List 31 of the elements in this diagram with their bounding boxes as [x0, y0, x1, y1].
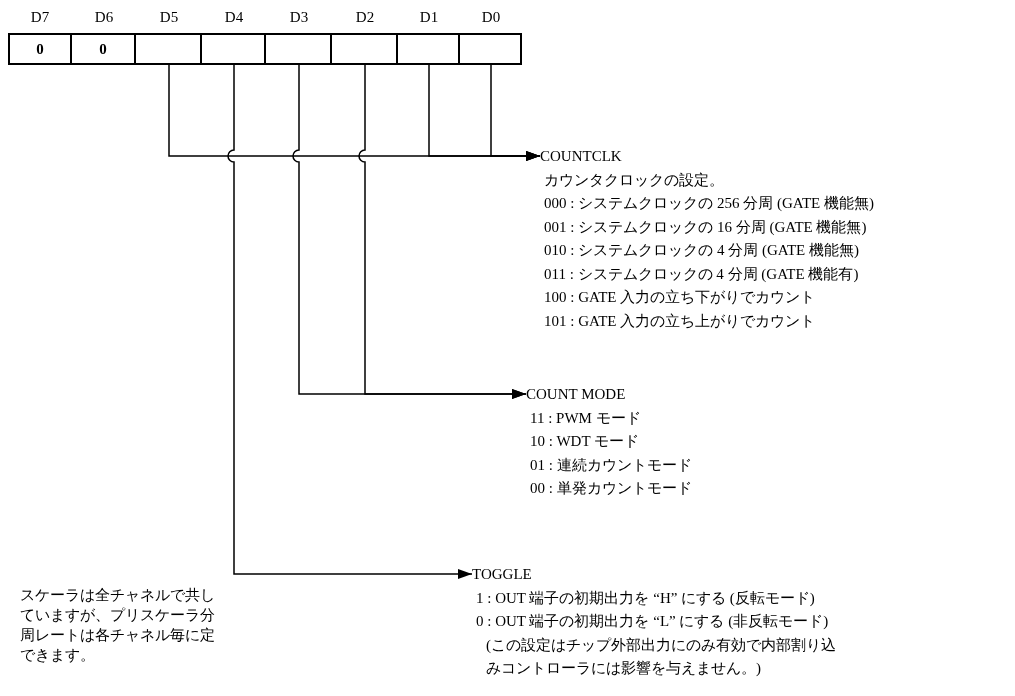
field-description: 01 : 連続カウントモード [529, 455, 692, 475]
field-description: 11 : PWM モード [529, 408, 642, 428]
note-text: スケーラは全チャネルで共していますが、プリスケーラ分周レートは各チャネル毎に定できます。 [20, 586, 216, 665]
field-description: 00 : 単発カウントモード [529, 479, 692, 498]
bit-label: D3 [288, 8, 310, 27]
bit-label: D2 [354, 8, 376, 27]
bit-label: D4 [223, 8, 245, 27]
bit-label: D6 [93, 8, 115, 27]
register-cell: 0 [72, 33, 136, 65]
bit-label: D5 [158, 8, 180, 27]
field-description: 10 : WDT モード [529, 432, 641, 451]
field-description: 100 : GATE 入力の立ち下がりでカウント [543, 288, 817, 307]
arrow [490, 64, 541, 161]
field-description: 101 : GATE 入力の立ち上がりでカウント [543, 311, 817, 331]
field-name: COUNTCLK [540, 147, 623, 166]
field-description: 000 : システムクロックの 256 分周 (GATE 機能無) [543, 194, 874, 213]
field-description: (この設定はチップ外部出力にのみ有効で内部割り込みコントローラには影響を与えません。) [485, 635, 837, 678]
bit-label: D0 [480, 8, 502, 27]
bit-label: D1 [418, 8, 440, 27]
field-description: 0 : OUT 端子の初期出力を “L” にする (非反転モード) [475, 612, 830, 631]
field-name: TOGGLE [472, 565, 533, 584]
bit-label: D7 [29, 8, 51, 27]
arrow [227, 64, 473, 579]
field-name: COUNT MODE [526, 385, 627, 404]
field-description: 011 : システムクロックの 4 分周 (GATE 機能有) [543, 264, 860, 284]
field-description: 010 : システムクロックの 4 分周 (GATE 機能無) [543, 241, 860, 260]
field-description: 1 : OUT 端子の初期出力を “H” にする (反転モード) [475, 588, 816, 608]
register-cell: 0 [8, 33, 72, 65]
field-description: カウンタクロックの設定。 [543, 170, 725, 190]
arrow [358, 64, 527, 399]
field-description: 001 : システムクロックの 16 分周 (GATE 機能無) [543, 217, 868, 237]
